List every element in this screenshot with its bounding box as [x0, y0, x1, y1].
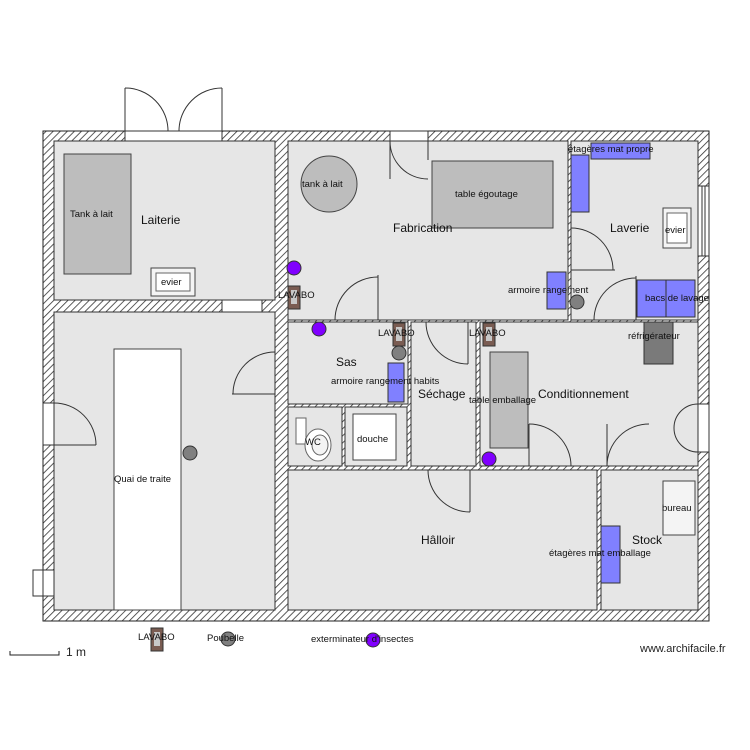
bin-icon	[569, 294, 585, 310]
label-quai-traite: Quai de traite	[114, 474, 171, 485]
insect-exterminator-icon	[365, 632, 381, 648]
bureau	[662, 480, 696, 536]
scale-label: 1 m	[66, 645, 87, 659]
bacs-lavage-2	[665, 279, 696, 318]
label-refrigerateur: réfrigérateur	[628, 331, 680, 342]
insect-exterminator-icon	[311, 321, 327, 337]
watermark[interactable]: www.archifacile.fr	[640, 643, 726, 655]
refrigerateur	[643, 321, 674, 365]
label-lavabo-sas: LAVABO	[378, 328, 415, 339]
room-label-laverie: Laverie	[610, 221, 650, 235]
scale-bar	[9, 651, 60, 656]
bin-icon	[220, 631, 236, 647]
bin-icons	[182, 294, 585, 647]
quai-traite	[113, 348, 182, 611]
label-evier-laverie: evier	[665, 225, 686, 236]
label-tank-laiterie: Tank à lait	[70, 209, 113, 220]
etageres-laverie	[570, 154, 590, 213]
label-wc: WC	[305, 437, 321, 448]
room-label-conditionnement: Conditionnement	[538, 387, 629, 401]
window-right	[701, 186, 706, 256]
room-label-stock: Stock	[632, 533, 663, 547]
label-armoire-habits: armoire rangement habits	[331, 376, 439, 387]
insect-exterminator-icons	[286, 260, 497, 648]
room-label-fabrication: Fabrication	[393, 221, 452, 235]
tank-laiterie	[63, 153, 132, 275]
insect-exterminator-icon	[481, 451, 497, 467]
room-label-sechage: Séchage	[418, 387, 466, 401]
table-emballage	[489, 351, 529, 449]
bin-icon	[391, 345, 407, 361]
room-halloir	[287, 469, 598, 611]
table-egouttage	[431, 160, 554, 229]
tank-fabrication	[300, 155, 358, 213]
room-label-sas: Sas	[336, 355, 357, 369]
label-evier-laiterie: evier	[161, 277, 182, 288]
label-table-emballage: table emballage	[469, 395, 536, 406]
equipment	[63, 142, 696, 611]
label-lavabo-fab: LAVABO	[278, 290, 315, 301]
bin-icon	[182, 445, 198, 461]
insect-exterminator-icon	[286, 260, 302, 276]
label-etageres-emballage: étagères mat emballage	[549, 548, 651, 559]
etageres-propre	[590, 142, 651, 160]
label-etageres-propre: étagères mat propre	[568, 144, 654, 155]
label-armoire-rangement: armoire rangement	[508, 285, 589, 296]
room-sechage	[410, 321, 477, 467]
doors	[32, 87, 699, 597]
label-douche: douche	[357, 434, 388, 445]
label-lavabo-cond: LAVABO	[469, 328, 506, 339]
toilet-icon	[295, 417, 332, 462]
room-label-halloir: Hâlloir	[421, 533, 455, 547]
label-bacs-lavage: bacs de lavage	[645, 293, 709, 304]
legend-poubelle: Poubelle	[207, 633, 244, 644]
douche-tray	[352, 413, 397, 461]
legend-lavabo: LAVABO	[138, 632, 175, 643]
label-tank-fabrication: tank à lait	[302, 179, 343, 190]
room-label-laiterie: Laiterie	[141, 213, 181, 227]
exterior-openings	[42, 130, 710, 597]
etageres-emballage	[600, 525, 621, 584]
armoire-rangement	[546, 271, 567, 310]
armoire-habits	[387, 362, 405, 403]
label-table-egouttage: table égoutage	[455, 189, 518, 200]
label-bureau: bureau	[662, 503, 692, 514]
legend-exterminateur: exterminateur d'insectes	[311, 634, 414, 645]
